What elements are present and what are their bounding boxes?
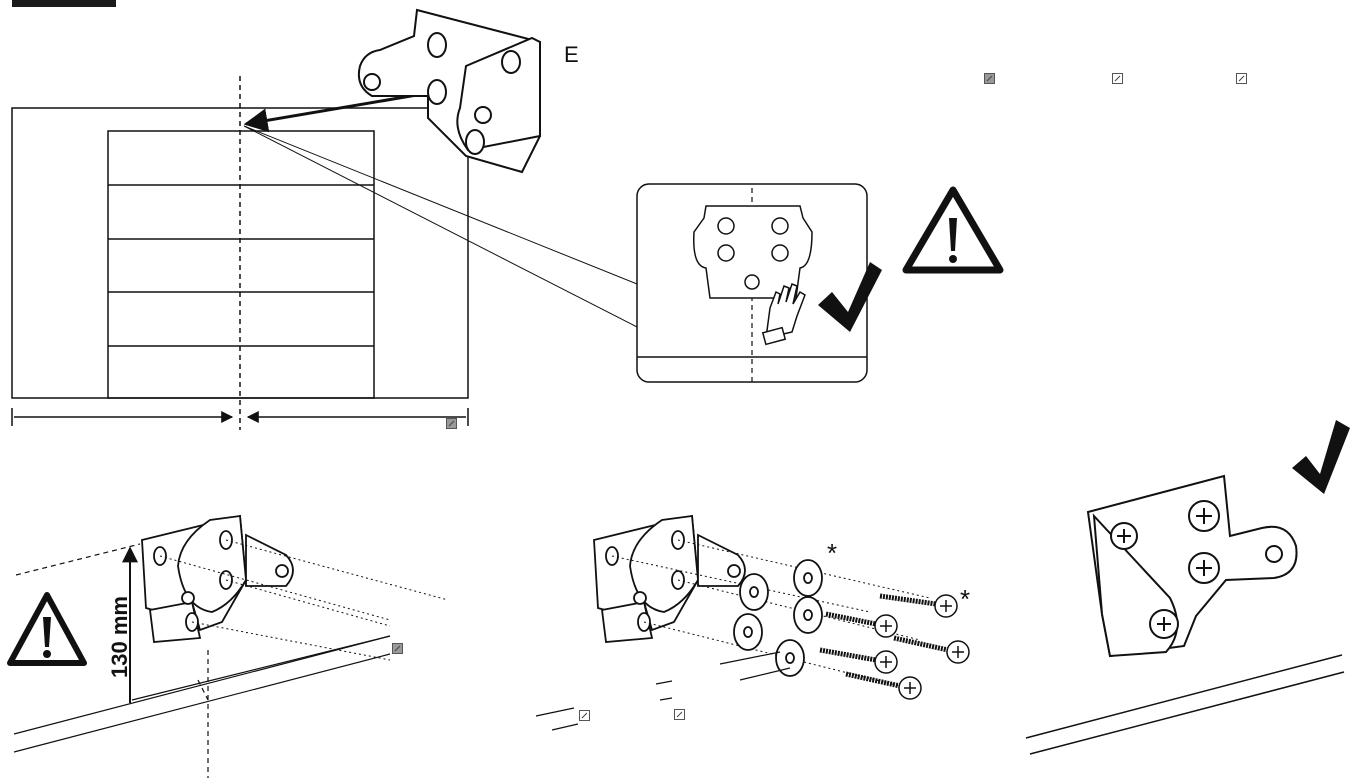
hole-guide-lines-left	[159, 539, 449, 661]
rail-lines-right	[1025, 654, 1345, 755]
height-value-label: 130 mm	[107, 596, 132, 678]
pencil-mark-icon	[392, 643, 403, 654]
screw-asterisk: *	[960, 584, 971, 614]
zoom-callout-lines	[243, 125, 638, 328]
bracket-installed	[1086, 474, 1298, 658]
pencil-mark-icon	[446, 418, 457, 429]
rail-lines-middle	[535, 651, 791, 731]
pencil-mark-icon	[674, 709, 685, 720]
warning-triangle-icon-left	[7, 592, 87, 666]
pencil-mark-icon	[1112, 73, 1123, 84]
washer-asterisk: *	[827, 538, 838, 568]
pencil-mark-icon	[984, 73, 995, 84]
washers	[733, 559, 823, 677]
center-dimension	[11, 408, 469, 426]
zoom-detail-box	[636, 183, 868, 383]
bracket-label-e: E	[564, 42, 579, 67]
checkmark-icon-right	[1292, 420, 1350, 494]
pencil-mark-icon	[1236, 73, 1247, 84]
rail-lines-left	[13, 543, 391, 778]
bracket-e	[357, 8, 541, 174]
wall-outline	[11, 76, 469, 430]
hand-icon	[761, 283, 806, 346]
checkmark-icon	[818, 262, 882, 332]
bracket-install-left	[141, 514, 294, 643]
pencil-mark-icon	[579, 710, 590, 721]
screws	[819, 593, 970, 700]
warning-triangle-icon	[902, 186, 1004, 274]
bracket-install-middle	[593, 514, 746, 643]
step-header-tab	[12, 0, 116, 7]
